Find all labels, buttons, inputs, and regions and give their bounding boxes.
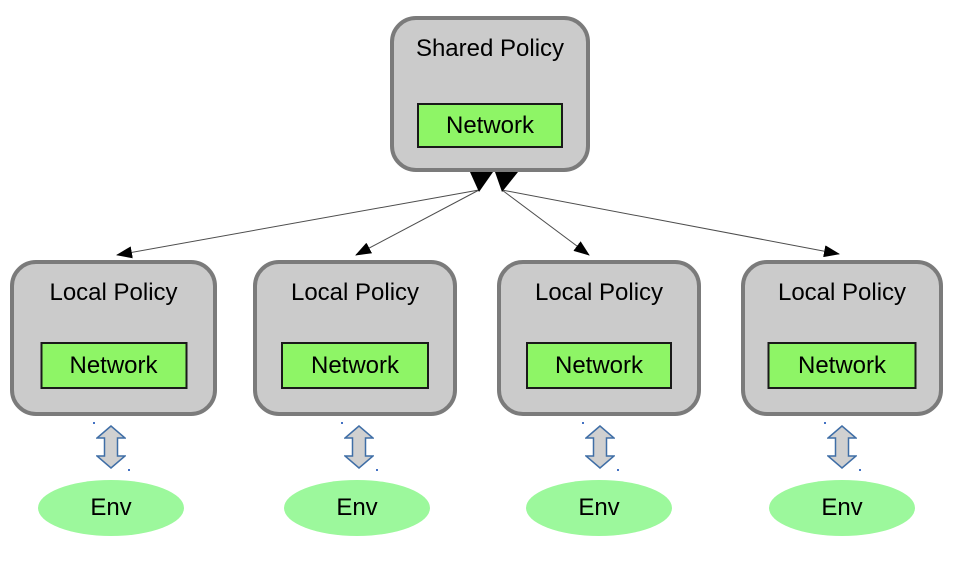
glue-point-dot	[341, 422, 343, 424]
glue-point-dot	[617, 469, 619, 471]
edge-shared-to-local-1	[116, 189, 480, 259]
local-policy-label: Local Policy	[534, 279, 664, 306]
edge-shared-to-local-2	[355, 189, 480, 256]
inv-arrowhead-left-icon	[470, 172, 493, 192]
glue-point-dot	[824, 422, 826, 424]
local-network-node-2: Network	[281, 342, 429, 389]
shared-policy-label: Shared Policy	[415, 35, 565, 62]
local-policy-node-2: Local Policy Network	[253, 260, 457, 416]
env-node-4: Env	[769, 480, 915, 536]
local-network-node-4: Network	[767, 342, 917, 389]
updown-arrow-shape	[827, 425, 857, 469]
local-policy-node-3: Local Policy Network	[497, 260, 701, 416]
local-policy-node-1: Local Policy Network	[10, 260, 217, 416]
edge-shared-to-local-4	[501, 189, 840, 258]
updown-arrow-icon	[96, 425, 126, 469]
env-node-1: Env	[38, 480, 184, 536]
env-node-3: Env	[526, 480, 672, 536]
glue-point-dot	[93, 422, 95, 424]
inv-arrowhead-right-icon	[495, 172, 518, 192]
shared-policy-node: Shared Policy Network	[390, 16, 590, 172]
updown-arrow-icon	[827, 425, 857, 469]
updown-arrow-shape	[585, 425, 615, 469]
glue-point-dot	[859, 469, 861, 471]
edge-shared-to-local-3	[501, 189, 590, 256]
local-policy-node-4: Local Policy Network	[741, 260, 943, 416]
local-network-node-1: Network	[40, 342, 187, 389]
local-policy-label: Local Policy	[777, 279, 907, 306]
env-node-2: Env	[284, 480, 430, 536]
updown-arrow-icon	[585, 425, 615, 469]
updown-arrow-shape	[96, 425, 126, 469]
glue-point-dot	[376, 469, 378, 471]
local-policy-label: Local Policy	[49, 279, 178, 306]
shared-network-node: Network	[417, 103, 563, 148]
updown-arrow-icon	[344, 425, 374, 469]
local-network-node-3: Network	[526, 342, 672, 389]
updown-arrow-shape	[344, 425, 374, 469]
local-policy-label: Local Policy	[290, 279, 420, 306]
glue-point-dot	[128, 469, 130, 471]
glue-point-dot	[582, 422, 584, 424]
